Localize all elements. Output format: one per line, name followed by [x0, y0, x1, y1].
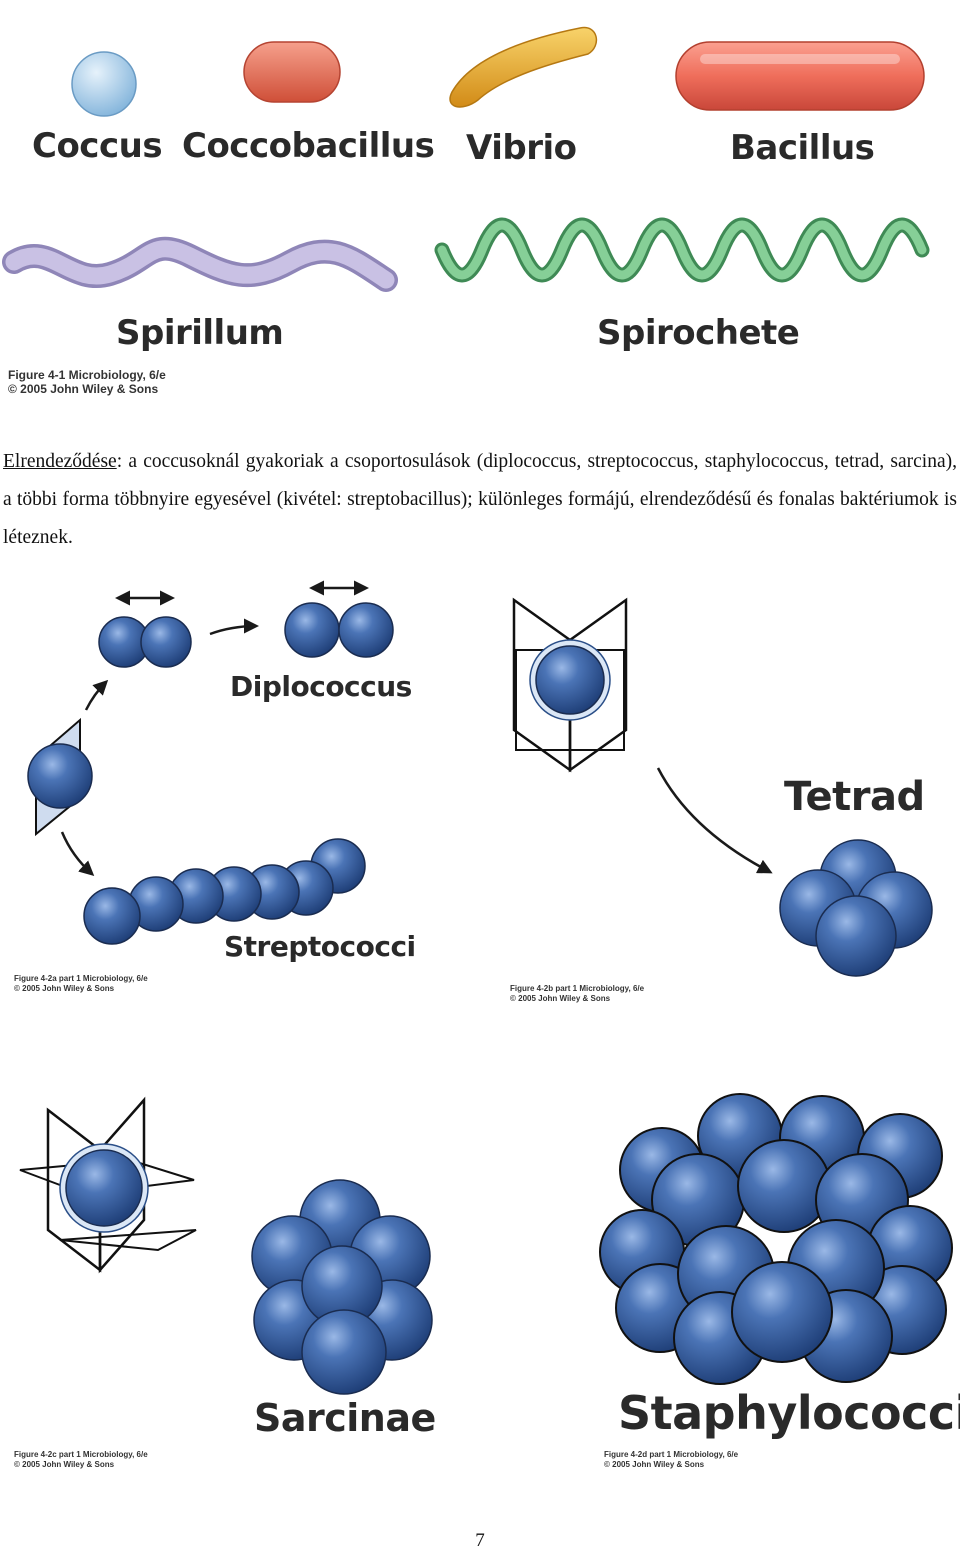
figure-4-2d-credit: Figure 4-2d part 1 Microbiology, 6/e © 2… [604, 1450, 738, 1469]
figure-4-2c-credit: Figure 4-2c part 1 Microbiology, 6/e © 2… [14, 1450, 148, 1469]
credit-line-2: © 2005 John Wiley & Sons [510, 993, 611, 1003]
coccobacillus-label: Coccobacillus [182, 126, 435, 166]
credit-line-1: Figure 4-2d part 1 Microbiology, 6/e [604, 1450, 739, 1459]
sarcinae-label: Sarcinae [254, 1396, 436, 1440]
diplococcus-label: Diplococcus [230, 670, 412, 703]
streptococci-label: Streptococci [224, 930, 416, 963]
figure-4-1-credit: Figure 4-1 Microbiology, 6/e © 2005 John… [8, 368, 166, 397]
credit-line-2: © 2005 John Wiley & Sons [14, 1459, 115, 1469]
credit-line-2: © 2005 John Wiley & Sons [604, 1459, 705, 1469]
bacillus-label: Bacillus [730, 128, 875, 168]
coccus-illustration [2, 26, 930, 292]
credit-line-2: © 2005 John Wiley & Sons [14, 983, 115, 993]
vibrio-label: Vibrio [466, 128, 577, 168]
credit-line-1: Figure 4-2b part 1 Microbiology, 6/e [510, 984, 645, 993]
tetrad-label: Tetrad [784, 774, 925, 820]
coccus-label: Coccus [32, 126, 163, 166]
credit-line-1: Figure 4-2a part 1 Microbiology, 6/e [14, 974, 148, 983]
figure-4-2b-credit: Figure 4-2b part 1 Microbiology, 6/e © 2… [510, 984, 644, 1003]
credit-line-2: © 2005 John Wiley & Sons [8, 382, 159, 397]
staphylococci-illustration [599, 1093, 953, 1385]
credit-line-1: Figure 4-1 Microbiology, 6/e [8, 368, 166, 382]
sarcinae-illustration [19, 1096, 433, 1395]
credit-line-1: Figure 4-2c part 1 Microbiology, 6/e [14, 1450, 148, 1459]
paragraph-text: : a coccusoknál gyakoriak a csoportosulá… [3, 451, 957, 548]
diplococcus-streptococci-illustration [27, 580, 394, 945]
page-number: 7 [475, 1530, 485, 1551]
spirochete-label: Spirochete [597, 313, 800, 353]
arrangement-paragraph: Elrendeződése: a coccusoknál gyakoriak a… [3, 443, 957, 557]
figure-4-2a-credit: Figure 4-2a part 1 Microbiology, 6/e © 2… [14, 974, 148, 993]
spirillum-label: Spirillum [116, 313, 284, 353]
staphylococci-label: Staphylococci [618, 1386, 960, 1440]
paragraph-term: Elrendeződése [3, 451, 117, 472]
tetrad-illustration [512, 597, 933, 977]
